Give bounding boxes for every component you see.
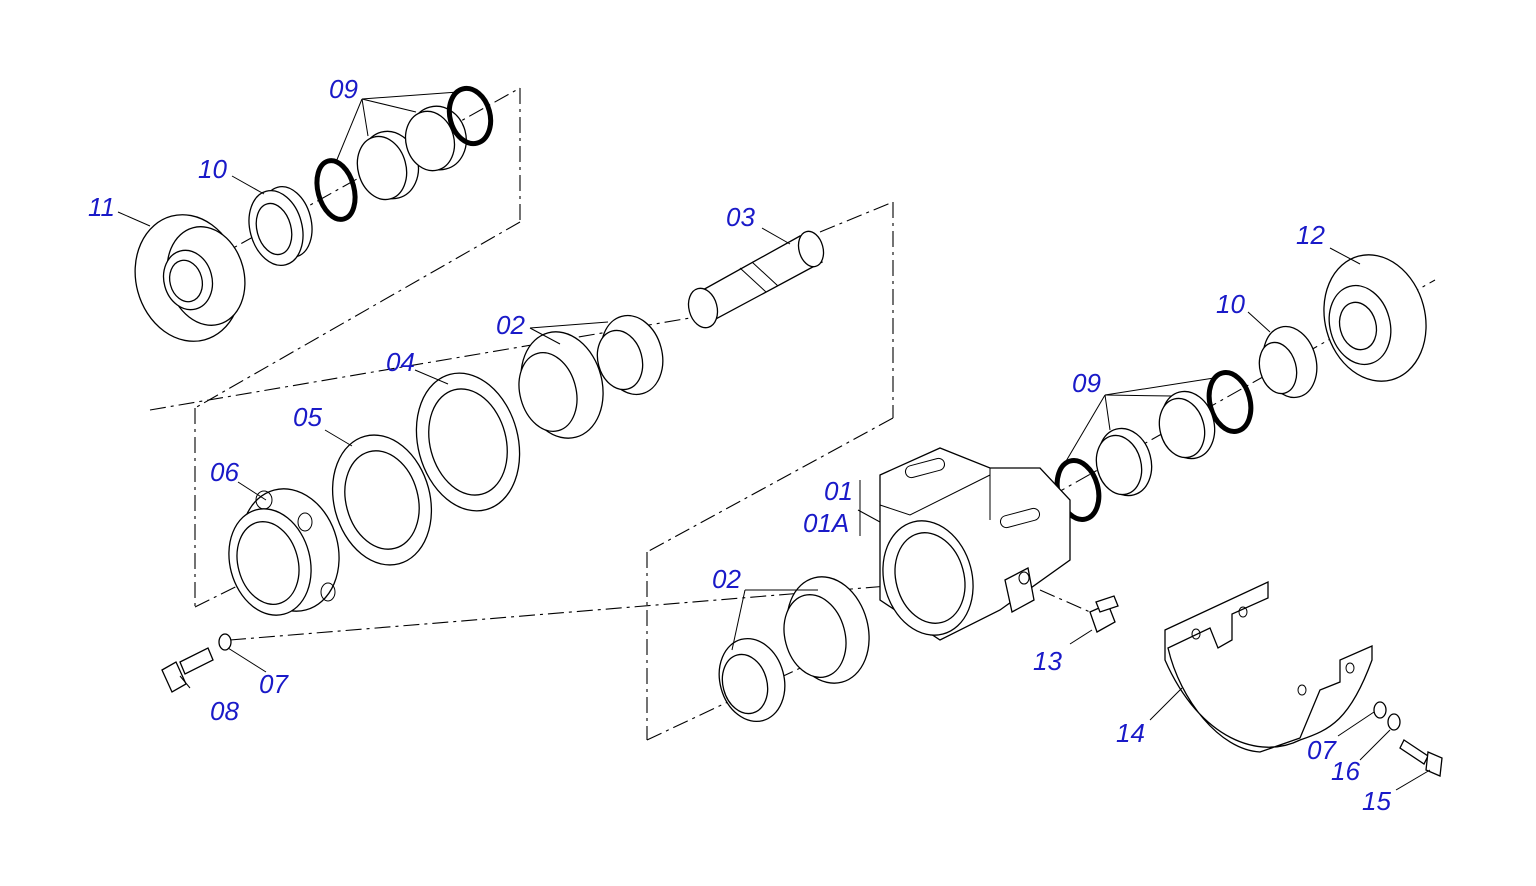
- label-part-09-right: 09: [1072, 368, 1101, 398]
- label-part-04: 04: [386, 347, 415, 377]
- label-part-09-top: 09: [329, 74, 358, 104]
- label-part-12: 12: [1296, 220, 1325, 250]
- label-part-15: 15: [1362, 786, 1391, 816]
- part-14-guard: [1164, 580, 1373, 753]
- label-part-16: 16: [1331, 756, 1360, 786]
- label-part-10-top: 10: [198, 154, 227, 184]
- part-09-seal-set-right: [1054, 370, 1254, 522]
- part-07-washer-right: [1373, 701, 1387, 719]
- label-part-11: 11: [88, 192, 115, 222]
- part-10-bushing-left: [248, 186, 313, 266]
- part-03-shaft: [687, 230, 825, 329]
- part-16-washer: [1387, 713, 1401, 731]
- part-11-end-cover: [134, 214, 246, 342]
- label-part-13: 13: [1033, 646, 1062, 676]
- part-12-end-cover: [1323, 254, 1427, 382]
- label-part-02-bottom: 02: [712, 564, 741, 594]
- label-part-03: 03: [726, 202, 755, 232]
- label-part-08: 08: [210, 696, 239, 726]
- part-05-gasket: [331, 434, 433, 566]
- part-01-housing: [879, 447, 1071, 641]
- part-07-washer-left: [218, 633, 232, 651]
- label-part-01a: 01A: [803, 508, 850, 538]
- label-part-07-left: 07: [259, 669, 288, 699]
- part-04-gasket: [415, 372, 521, 512]
- label-part-05: 05: [293, 402, 322, 432]
- label-part-02-top: 02: [496, 310, 525, 340]
- label-part-06: 06: [210, 457, 239, 487]
- label-part-14: 14: [1116, 718, 1145, 748]
- part-02-bearing-top: [518, 314, 664, 439]
- part-06-flange: [228, 488, 340, 616]
- label-part-01: 01: [824, 476, 853, 506]
- part-10-bushing-right: [1258, 325, 1318, 399]
- leader-lines: [117, 91, 1431, 791]
- part-02-bearing-bottom: [718, 576, 870, 723]
- part-13-plug: [1089, 595, 1119, 633]
- part-15-bolt-right: [1399, 739, 1443, 777]
- part-09-seal-set-top: [314, 85, 494, 222]
- label-part-07-right: 07: [1307, 735, 1336, 765]
- label-part-10-right: 10: [1216, 289, 1245, 319]
- part-08-bolt-left: [161, 647, 214, 693]
